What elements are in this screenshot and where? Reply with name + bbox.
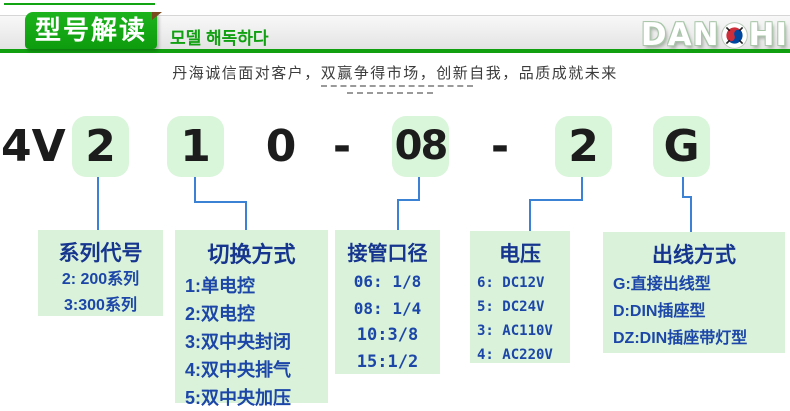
- korea-taegeuk-flag-icon: [720, 21, 748, 49]
- legend-title: 系列代号: [58, 242, 143, 265]
- legend-item: 06: 1/8: [353, 272, 422, 291]
- legend-item: 5: DC24V: [477, 299, 545, 315]
- slogan-underline-1: [321, 85, 473, 87]
- legend-item: 4:双中央排气: [185, 360, 292, 380]
- legend-item: 2: 200系列: [61, 271, 140, 288]
- section-title-banner: 型号解读: [25, 12, 157, 49]
- connector-outlet-line: [690, 196, 692, 232]
- connector-switch-line: [194, 201, 247, 203]
- logo-text-left: DAN: [640, 17, 720, 53]
- brand-logo: DAN HI: [641, 17, 788, 53]
- legend-item: 15:1/2: [356, 352, 419, 372]
- connector-port-line: [397, 199, 420, 201]
- legend-item: 08: 1/4: [353, 299, 422, 318]
- code-segment-dash-1: -: [332, 121, 352, 172]
- legend-box-port-size: 接管口径 06: 1/8 08: 1/4 10:3/8 15:1/2: [335, 230, 440, 374]
- legend-item: 5:双中央加压: [185, 388, 292, 408]
- code-segment-dash-2: -: [490, 121, 510, 172]
- connector-voltage-line: [529, 199, 531, 231]
- legend-item: 6: DC12V: [477, 275, 545, 291]
- code-segment-voltage: 2: [555, 116, 612, 177]
- legend-title: 电压: [499, 243, 541, 266]
- top-accent-line: [4, 3, 155, 5]
- banner-fold-corner: [152, 12, 162, 20]
- legend-title: 出线方式: [652, 244, 736, 267]
- legend-item: 2:双电控: [185, 304, 256, 324]
- connector-series-line: [97, 177, 99, 230]
- slogan-underline-2: [347, 92, 433, 94]
- legend-box-outlet: 出线方式 G:直接出线型 D:DIN插座型 DZ:DIN插座带灯型: [603, 232, 785, 353]
- connector-outlet-line: [682, 177, 684, 198]
- legend-item: DZ:DIN插座带灯型: [613, 330, 748, 347]
- legend-box-switch: 切换方式 1:单电控 2:双电控 3:双中央封闭 4:双中央排气 5:双中央加压: [175, 230, 328, 408]
- connector-port-line: [418, 177, 420, 201]
- legend-item: 3:300系列: [64, 297, 137, 314]
- header-underline: [0, 49, 790, 53]
- section-subtitle-korean: 모델 해독하다: [170, 29, 269, 48]
- code-segment-zero: 0: [265, 121, 297, 172]
- legend-item: 4: AC220V: [477, 347, 553, 363]
- company-slogan: 丹海诚信面对客户，双赢争得市场，创新自我，品质成就未来: [172, 66, 618, 82]
- connector-voltage-line: [581, 177, 583, 201]
- legend-box-series: 系列代号 2: 200系列 3:300系列: [38, 230, 163, 316]
- legend-item: 10:3/8: [356, 325, 419, 345]
- code-segment-series: 2: [72, 116, 129, 177]
- code-segment-prefix: 4V: [1, 121, 66, 172]
- legend-item: 3:双中央封闭: [185, 332, 292, 352]
- code-segment-port-size: 08: [392, 116, 449, 177]
- legend-item: D:DIN插座型: [613, 303, 706, 320]
- connector-switch-line: [245, 201, 247, 230]
- legend-title: 切换方式: [207, 242, 296, 267]
- legend-title: 接管口径: [347, 243, 428, 265]
- code-segment-outlet: G: [653, 116, 710, 177]
- legend-item: G:直接出线型: [613, 276, 711, 293]
- code-segment-switch: 1: [167, 116, 224, 177]
- connector-voltage-line: [529, 199, 583, 201]
- legend-box-voltage: 电压 6: DC12V 5: DC24V 3: AC110V 4: AC220V: [470, 231, 570, 363]
- connector-outlet-line: [682, 196, 692, 198]
- connector-switch-line: [194, 177, 196, 203]
- legend-item: 3: AC110V: [477, 323, 553, 339]
- connector-port-line: [397, 199, 399, 230]
- logo-text-right: HI: [748, 17, 788, 53]
- legend-item: 1:单电控: [185, 276, 256, 296]
